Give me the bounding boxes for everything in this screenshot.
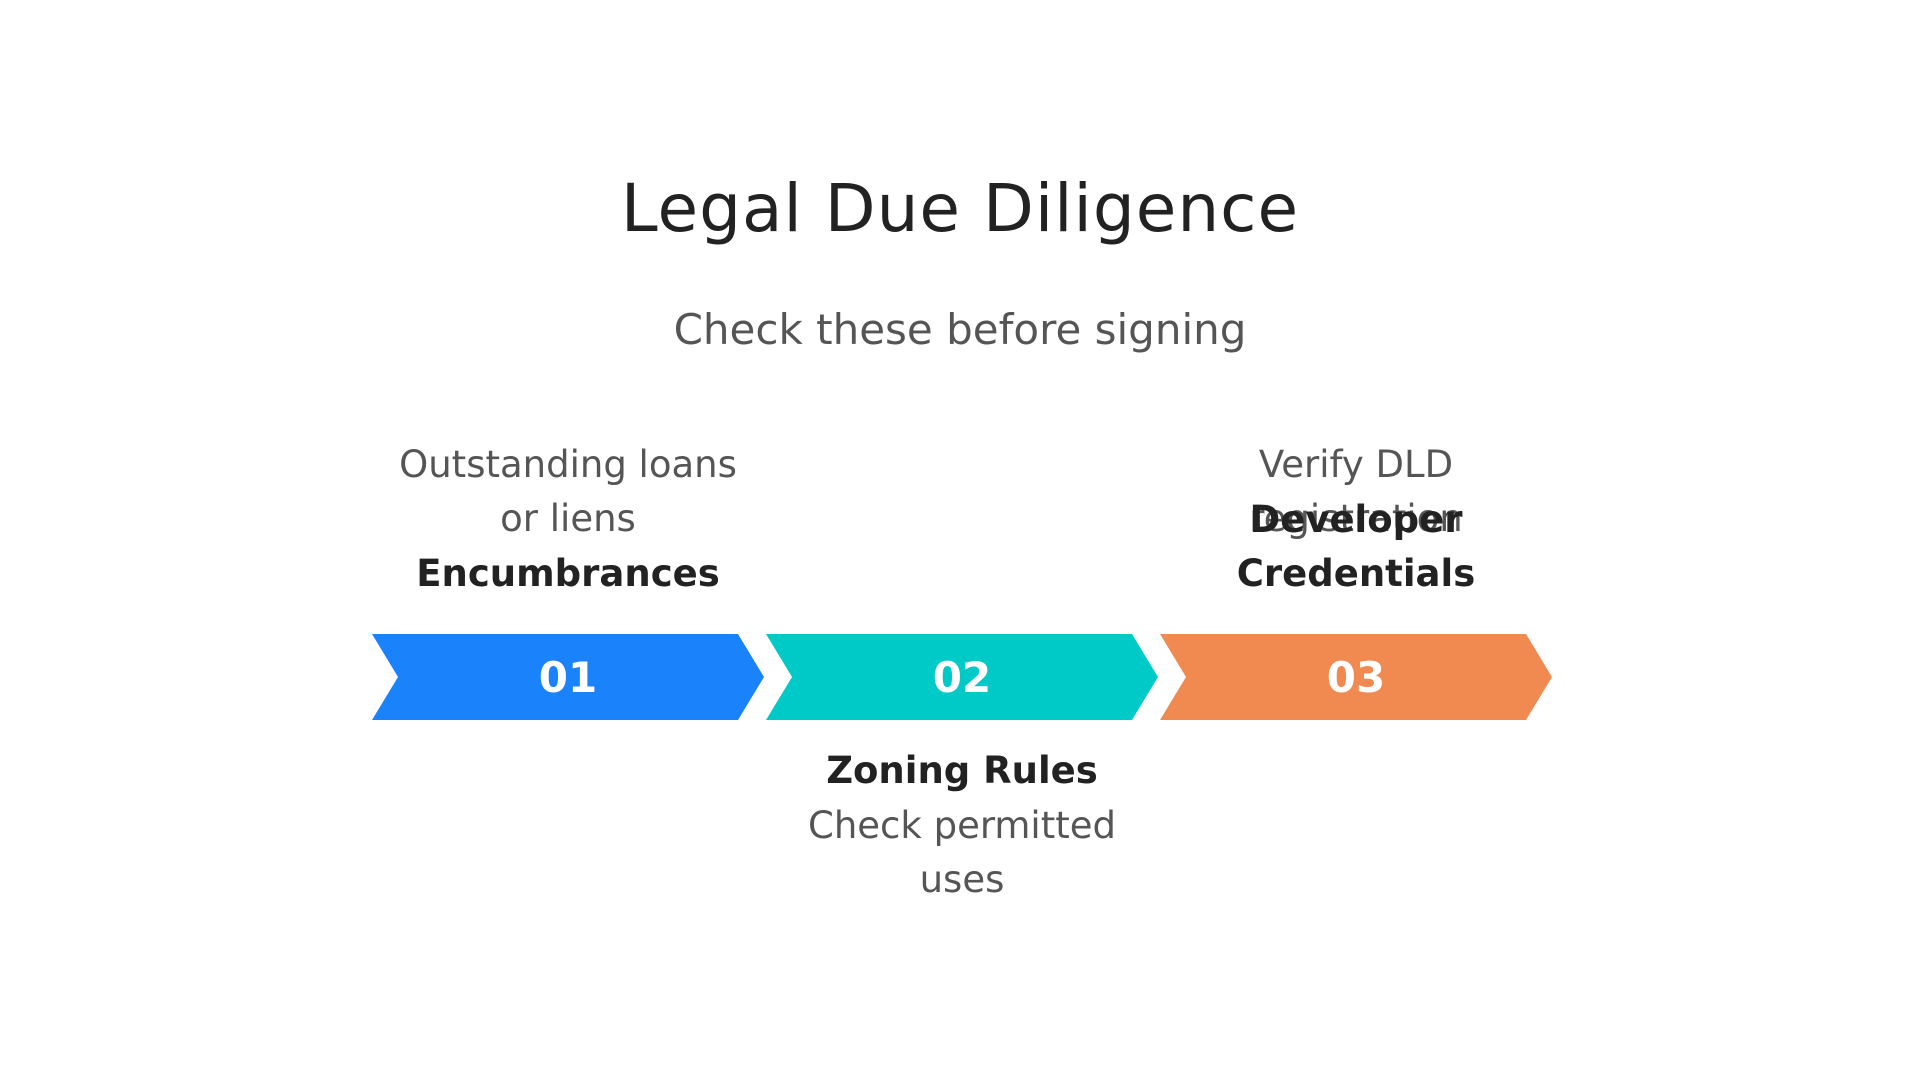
page-subtitle: Check these before signing [673,305,1247,354]
step-1-title: Encumbrances [416,552,720,595]
step-3-chevron [1160,634,1552,720]
step-1-description: Outstanding loans or liens [348,438,788,546]
step-3-number: 03 [1326,653,1386,702]
step-2-number: 02 [932,653,992,702]
page-title: Legal Due Diligence [620,170,1300,247]
step-1-description-line-2: or liens [500,497,636,540]
step-1-description-line-1: Outstanding loans [399,443,737,486]
step-3-description-line-2: registration [1249,497,1463,540]
step-3-title-line-1: Developer [1249,498,1463,541]
step-3-description: Verify DLD registration [1136,438,1576,546]
step-1-chevron [372,634,764,720]
step-2-chevron [766,634,1158,720]
step-3-title-line-2: Credentials [1236,552,1476,595]
step-2-description-line-2: uses [919,858,1005,901]
step-2-title: Zoning Rules [826,749,1098,792]
step-2-description: Check permitted uses [742,799,1182,907]
step-3-title: Developer Credentials [1136,493,1576,601]
step-3-description-line-1: Verify DLD [1258,443,1454,486]
step-1-number: 01 [538,653,598,702]
step-2-description-line-1: Check permitted [808,804,1116,847]
